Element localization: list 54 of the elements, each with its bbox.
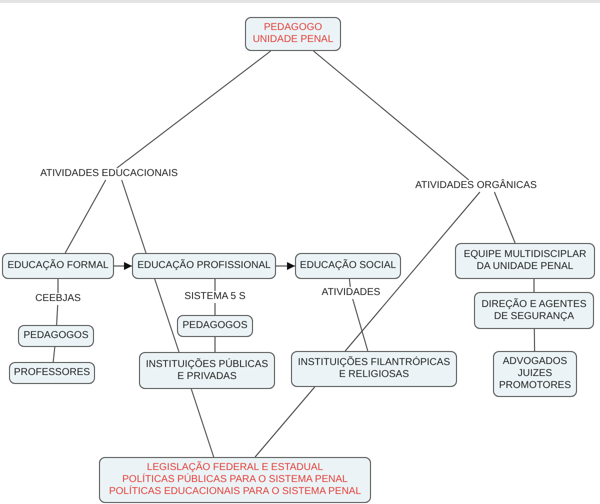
connector-line [190,388,214,458]
concept-label: LEGISLAÇÃO FEDERAL E ESTADUAL [146,462,324,473]
concept-box [493,351,577,397]
concept-box [99,457,371,503]
concept-box [2,253,114,279]
connector-line [352,298,368,352]
connector-line [116,50,272,168]
concept-label: PEDAGOGOS [23,330,88,342]
concept-label: INSTITUIÇÕES PÚBLICAS E PRIVADAS [144,358,270,382]
connector-line [214,278,216,292]
concept-label: EDUCAÇÃO PROFISSIONAL [137,260,271,272]
linking-phrase: SISTEMA 5 S [184,291,246,303]
concept-box [291,351,457,387]
connector-line [56,304,58,326]
connector-line [52,346,56,362]
concept-label: ADVOGADOS [502,356,568,368]
connector-line [64,180,106,254]
concept-label: DIREÇÃO E AGENTES DE SEGURANÇA [480,298,588,322]
connector-line [254,386,316,458]
concept-label: POLÍTICAS EDUCACIONAIS PARA O SISTEMA PENAL [108,486,362,498]
arrow [276,262,296,270]
connector-line [494,192,516,244]
concept-label: PROMOTORES [498,380,572,392]
concept-label: PEDAGOGO UNIDADE PENAL [252,22,334,46]
concept-box [295,253,401,279]
concept-label: EDUCAÇÃO FORMAL [7,260,109,272]
concept-label: PROFESSORES [14,367,90,379]
concept-box [455,243,595,279]
linking-phrase: ATIVIDADES ORGÂNICAS [415,180,537,192]
concept-box [18,325,94,347]
concept-box [139,352,275,389]
concept-box [245,17,341,51]
linking-phrase: CEEBJAS [35,293,81,305]
concept-label: EQUIPE MULTIDISCIPLAR DA UNIDADE PENAL [462,249,588,273]
connector-line [344,192,480,352]
concept-box [177,315,253,337]
concept-label: PEDAGOGOS [182,320,248,332]
connector-line [348,278,351,288]
concept-label: INSTITUIÇÕES FILANTRÓPICAS E RELIGIOSAS [296,357,452,381]
concept-label: EDUCAÇÃO SOCIAL [300,260,396,272]
linking-phrase: ATIVIDADES EDUCACIONAIS [40,168,178,180]
concept-label: JUIZES [518,368,552,380]
connector-line [214,336,216,352]
concept-box [474,292,594,329]
arrow [114,262,132,270]
connector-line [154,278,180,352]
connector-line [121,180,146,254]
concept-box [132,253,276,279]
linking-phrase: ATIVIDADES [322,287,380,299]
connector-line [313,50,470,180]
concept-label: POLÍTICAS PÚBLICAS PARA O SISTEMA PENAL [122,474,348,485]
connector-line [214,302,216,316]
concept-box [9,362,95,384]
connector-line [534,328,536,352]
